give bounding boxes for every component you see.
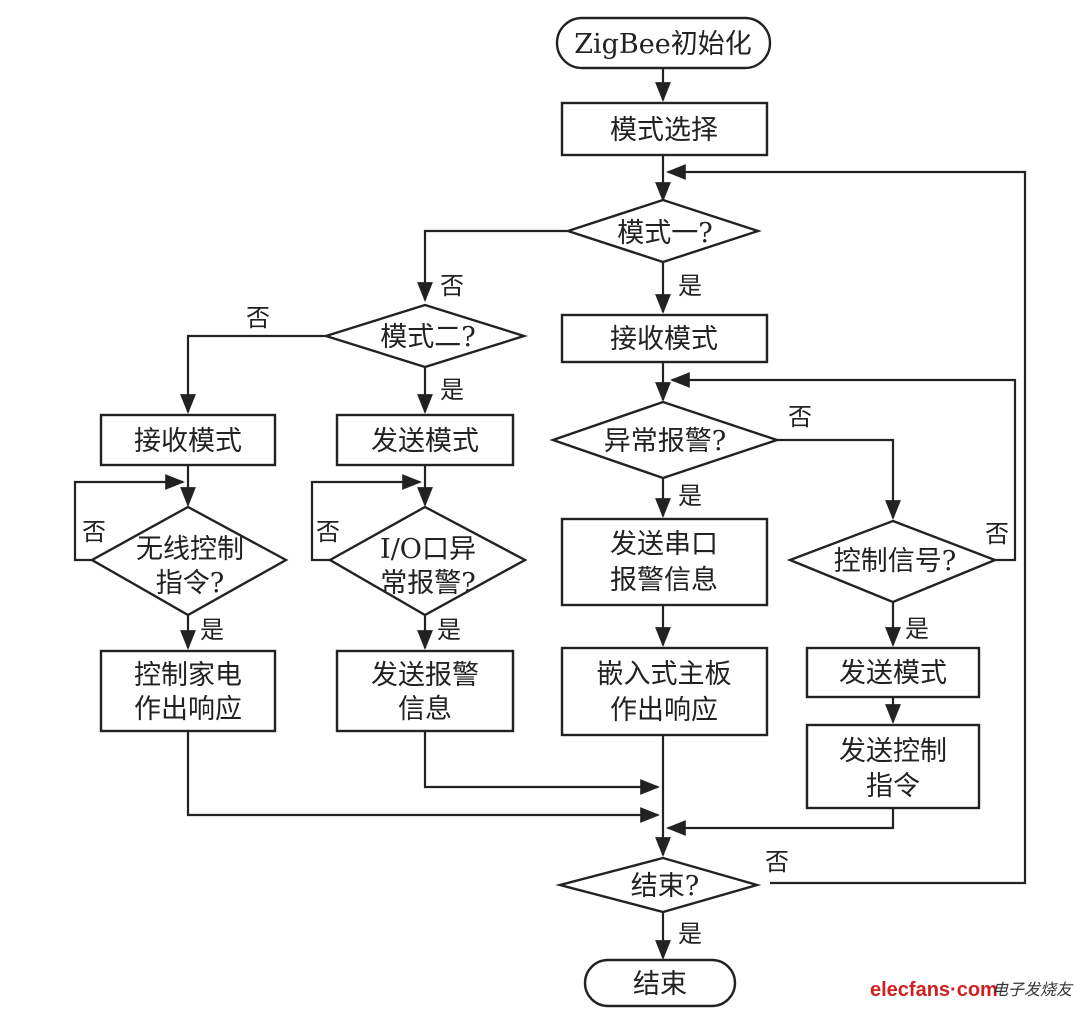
io-alarm-decision bbox=[327, 505, 528, 617]
io-yes-label: 是 bbox=[437, 616, 461, 644]
io-alarm-label-1: I/O口异 bbox=[380, 534, 476, 565]
send-control-cmd-label-1: 发送控制 bbox=[839, 736, 947, 767]
recv-mode-left-box bbox=[99, 413, 277, 467]
abnormal-yes-label: 是 bbox=[678, 482, 702, 510]
mode1-no-label: 否 bbox=[440, 272, 464, 300]
mode-select-label: 模式选择 bbox=[610, 115, 718, 146]
control-signal-label: 控制信号? bbox=[834, 546, 956, 577]
wireless-cmd-label-2: 指令? bbox=[156, 568, 224, 599]
send-serial-label-2: 报警信息 bbox=[610, 565, 718, 596]
recv-mode-left-label: 接收模式 bbox=[134, 426, 242, 457]
abnormal-no-label: 否 bbox=[788, 403, 812, 431]
control-appliance-label-1: 控制家电 bbox=[134, 660, 242, 691]
arrow-mode2-no bbox=[180, 334, 326, 414]
arrow-mode1-no bbox=[417, 229, 568, 302]
watermark-site: elecfans·com bbox=[870, 979, 998, 1001]
mode2-label: 模式二? bbox=[380, 322, 475, 353]
end-check-decision bbox=[555, 856, 762, 914]
embedded-board-box bbox=[560, 646, 769, 737]
send-serial-box bbox=[560, 517, 769, 607]
abnormal-alarm-decision bbox=[549, 400, 781, 480]
abnormal-alarm-label: 异常报警? bbox=[604, 426, 726, 457]
mode-select-box bbox=[560, 101, 769, 157]
arrow-wireless-no-loop bbox=[73, 474, 185, 562]
control-no-label: 否 bbox=[985, 520, 1009, 548]
end-yes-label: 是 bbox=[678, 920, 702, 948]
connectors bbox=[73, 68, 1027, 960]
arrow-control-no-loop bbox=[670, 372, 1017, 562]
io-alarm-label-2: 常报警? bbox=[380, 568, 475, 599]
mode1-decision bbox=[564, 198, 762, 264]
arrow-abnormal-no bbox=[777, 438, 901, 520]
send-mode-mid-label: 发送模式 bbox=[371, 426, 479, 457]
node-texts: ZigBee初始化 模式选择 模式一? 模式二? 接收模式 发送模式 无线控制 … bbox=[134, 29, 956, 1000]
recv-mode-main-label: 接收模式 bbox=[610, 324, 718, 355]
send-control-cmd-label-2: 指令 bbox=[866, 771, 920, 802]
send-control-cmd-box bbox=[805, 723, 981, 810]
control-appliance-label-2: 作出响应 bbox=[134, 694, 242, 725]
arrow-alarm-info-to-merge bbox=[423, 730, 660, 795]
arrow-cmd-to-merge bbox=[666, 808, 895, 836]
mode1-yes-label: 是 bbox=[678, 272, 702, 300]
send-serial-label-1: 发送串口 bbox=[610, 529, 718, 560]
send-mode-right-box bbox=[805, 646, 981, 699]
io-no-label: 否 bbox=[316, 518, 340, 546]
control-yes-label: 是 bbox=[905, 615, 929, 643]
branch-labels: 否 是 否 是 否 否 是 是 否 是 否 是 否 是 bbox=[82, 272, 1009, 948]
send-alarm-info-label-2: 信息 bbox=[398, 694, 452, 725]
send-mode-mid-box bbox=[335, 413, 515, 467]
send-mode-right-label: 发送模式 bbox=[839, 658, 947, 689]
end-label: 结束 bbox=[633, 969, 687, 1000]
mode2-no-label: 否 bbox=[246, 304, 270, 332]
send-alarm-info-label-1: 发送报警 bbox=[371, 660, 479, 691]
wireless-cmd-label-1: 无线控制 bbox=[136, 534, 244, 565]
arrow-end-no-loop bbox=[666, 164, 1027, 885]
mode2-decision bbox=[321, 303, 529, 369]
end-no-label: 否 bbox=[765, 848, 789, 876]
control-appliance-box bbox=[99, 649, 277, 733]
arrow-appliance-to-merge bbox=[186, 730, 660, 823]
start-label: ZigBee初始化 bbox=[574, 29, 751, 60]
wireless-cmd-decision bbox=[89, 505, 289, 617]
recv-mode-main-box bbox=[560, 313, 769, 364]
wireless-no-label: 否 bbox=[82, 518, 106, 546]
send-alarm-info-box bbox=[335, 649, 515, 733]
wireless-yes-label: 是 bbox=[200, 616, 224, 644]
embedded-board-label-1: 嵌入式主板 bbox=[597, 659, 732, 690]
mode1-label: 模式一? bbox=[617, 218, 712, 249]
control-signal-decision bbox=[786, 519, 999, 604]
arrow-io-no-loop bbox=[310, 474, 422, 562]
mode2-yes-label: 是 bbox=[440, 376, 464, 404]
embedded-board-label-2: 作出响应 bbox=[610, 695, 718, 726]
end-check-label: 结束? bbox=[631, 871, 699, 902]
end-terminal bbox=[583, 958, 737, 1008]
watermark-name: 电子发烧友 bbox=[992, 980, 1074, 999]
start-terminal bbox=[555, 16, 772, 70]
